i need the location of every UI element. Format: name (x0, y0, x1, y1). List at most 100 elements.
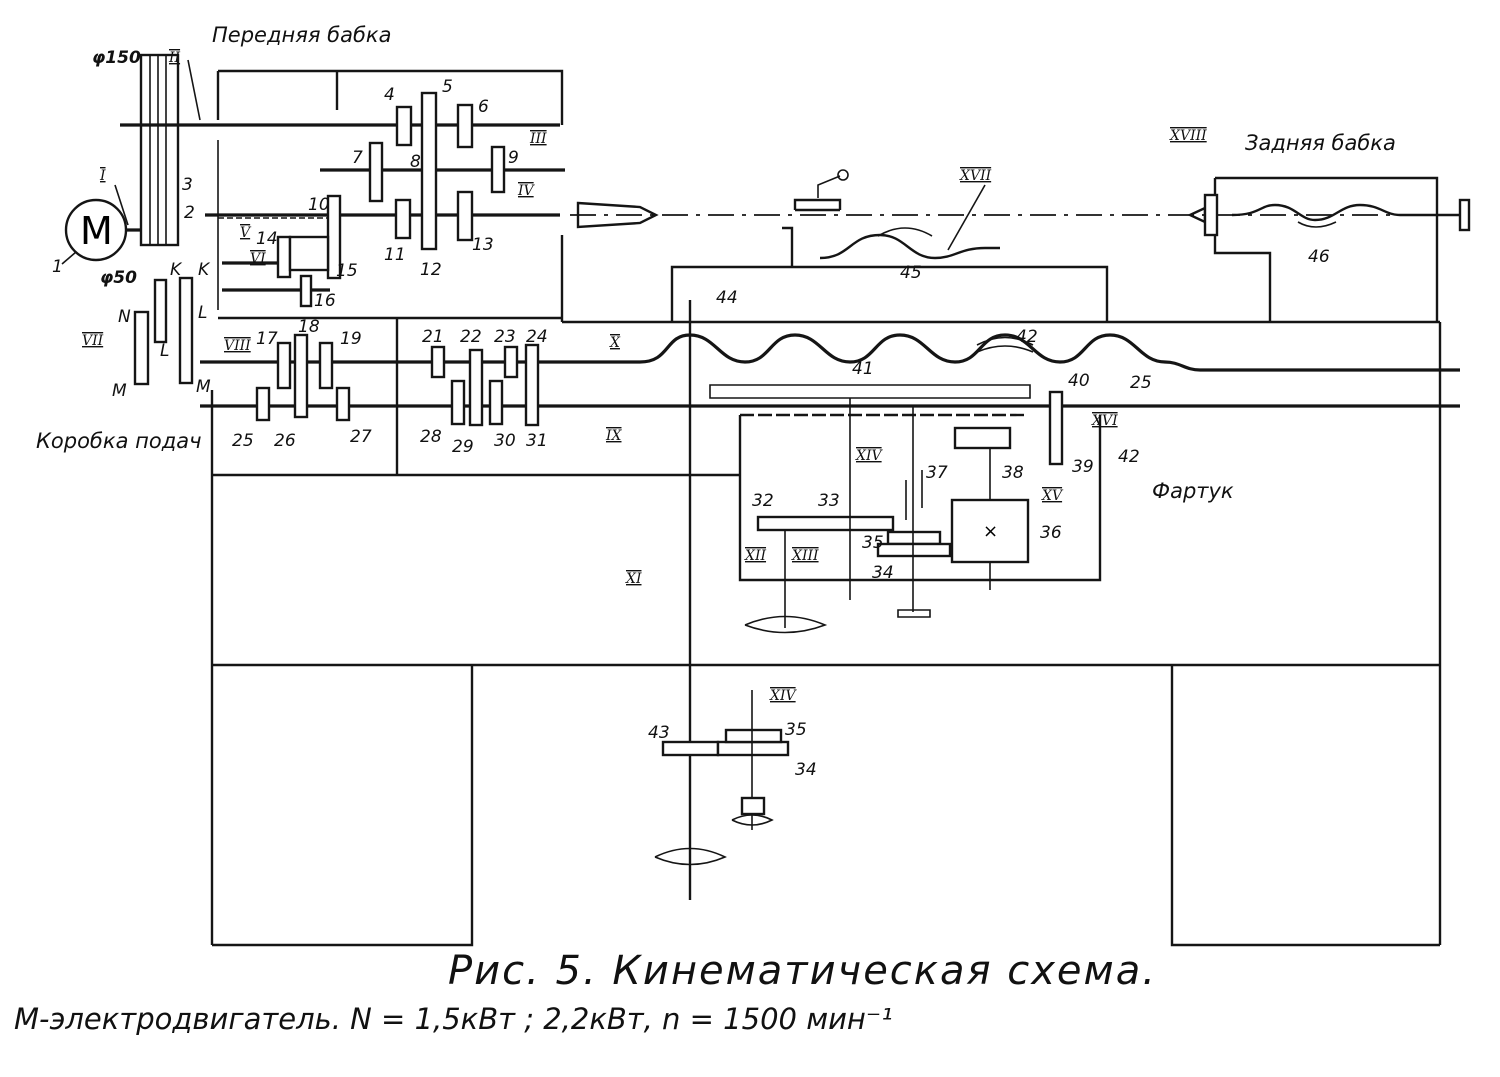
lead-screw: 42 41 40 25 44 X IX XI (560, 288, 1460, 900)
part-label: M (80, 209, 113, 253)
part-label: 36 (1040, 523, 1062, 543)
part-label: 4 (384, 85, 395, 105)
part-label: 44 (716, 288, 738, 308)
part-label: L (198, 303, 207, 323)
shaft-label: XVIII (1169, 128, 1207, 144)
part-label: K (170, 260, 183, 280)
gear-14 (276, 235, 292, 279)
shaft-label: VII (82, 333, 104, 349)
apron-title: Фартук (1152, 479, 1234, 503)
part-label: 40 (1068, 371, 1090, 391)
apron-bottom-view: 43 35 34 XIV (648, 688, 817, 866)
tailstock-outline (1215, 176, 1439, 322)
tailstock-quill: 46 XVIII (1169, 128, 1471, 267)
part-label: 41 (852, 359, 874, 379)
part-label: 14 (256, 229, 278, 249)
headstock-title: Передняя бабка (212, 23, 391, 47)
part-label: 34 (872, 563, 894, 583)
shaft-label: VIII (224, 338, 251, 354)
part-label: 32 (752, 491, 774, 511)
part-label: N (118, 307, 131, 327)
part-label: 30 (494, 431, 516, 451)
part-label: 34 (795, 760, 817, 780)
part-label: 23 (494, 327, 516, 347)
shaft-label: VI (250, 251, 266, 267)
shaft-label: V (240, 225, 252, 241)
shaft-label: XIV (855, 448, 883, 464)
part-label: 16 (314, 291, 336, 311)
shaft-label: XIII (791, 548, 819, 564)
part-label: 37 (926, 463, 948, 483)
part-label: 19 (340, 329, 362, 349)
part-label: M (196, 377, 211, 397)
shaft-label: XVII (959, 168, 992, 184)
part-label: 11 (384, 245, 406, 265)
part-label: 39 (1072, 457, 1094, 477)
part-label: 42 (1118, 447, 1140, 467)
headstock-top-frame (218, 69, 564, 125)
part-label: × (983, 521, 998, 542)
part-label: 28 (420, 427, 442, 447)
part-label: 43 (648, 723, 670, 743)
figure-caption: Рис. 5. Кинематическая схема. (448, 948, 1157, 994)
tailstock-title: Задняя бабка (1245, 131, 1396, 155)
part-label: 42 (1016, 327, 1038, 347)
shaft-label: XIV (769, 688, 797, 704)
shaft-label: IV (517, 183, 536, 199)
part-label: 9 (508, 148, 519, 168)
part-label: 21 (422, 327, 444, 347)
shaft-label: I (99, 168, 106, 184)
gear-7 (368, 141, 384, 203)
cross-slide: 45 XVII (793, 168, 1000, 283)
part-label: K (198, 260, 211, 280)
part-label: M (112, 381, 127, 401)
part-label: 18 (298, 317, 320, 337)
part-label: 27 (350, 427, 372, 447)
spindle-center (576, 201, 659, 229)
gear-11 (394, 198, 412, 240)
apron-gears: × 32 33 35 34 36 37 38 39 42 XIV XV XVI … (744, 390, 1140, 634)
gear-4 (395, 105, 413, 147)
shaft-label: X (609, 335, 621, 351)
part-label: 3 (182, 175, 193, 195)
motor-specification: М-электродвигатель. N = 1,5кВт ; 2,2кВт,… (14, 1002, 893, 1036)
shaft-label: II (168, 50, 181, 66)
part-label: φ150 (92, 48, 141, 68)
part-label: 15 (336, 261, 358, 281)
feed-box: 17 18 19 21 22 23 24 25 26 27 28 29 30 3… (200, 317, 560, 457)
part-label: 2 (184, 203, 195, 223)
gear-6 (456, 103, 474, 149)
part-label: L (160, 341, 169, 361)
part-label: 33 (818, 491, 840, 511)
part-label: 24 (526, 327, 548, 347)
part-label: 35 (785, 720, 807, 740)
part-label: 29 (452, 437, 474, 457)
part-label: 26 (274, 431, 296, 451)
part-label: 45 (900, 263, 922, 283)
part-label: 25 (232, 431, 254, 451)
shaft-label: IX (605, 428, 623, 444)
shaft-label: XII (744, 548, 766, 564)
part-label: 22 (460, 327, 482, 347)
part-label: 10 (308, 195, 330, 215)
part-label: φ50 (100, 268, 137, 288)
housing-outlines (210, 69, 1442, 947)
part-label: 8 (410, 152, 421, 172)
feed-box-title: Коробка подач (36, 429, 202, 453)
part-label: 1 (52, 257, 63, 277)
part-label: 38 (1002, 463, 1024, 483)
part-label: 13 (472, 235, 494, 255)
part-label: 31 (526, 431, 548, 451)
gear-5-12 (420, 91, 438, 251)
shaft-label: XVI (1091, 413, 1118, 429)
part-label: 35 (862, 533, 884, 553)
gear-9 (490, 145, 506, 194)
change-gears: N K K L L M M VII (82, 260, 211, 401)
shaft-label: III (529, 131, 547, 147)
gear-13 (456, 190, 474, 242)
part-label: 46 (1308, 247, 1330, 267)
belt-drive: φ150 φ50 3 2 II I (92, 48, 560, 288)
shaft-label: XV (1041, 488, 1064, 504)
part-label: 17 (256, 329, 278, 349)
